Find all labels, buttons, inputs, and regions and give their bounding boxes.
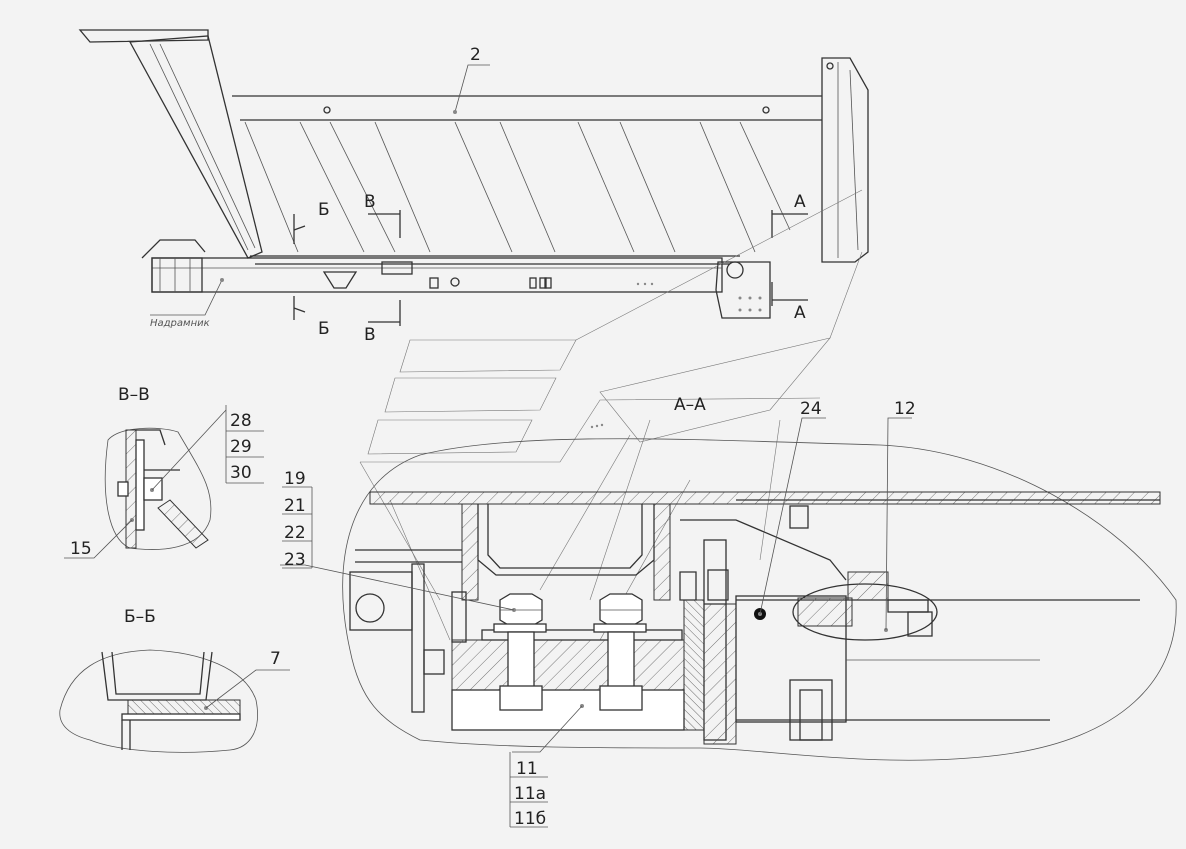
part-label-7: 7 [270,649,281,669]
section-mark-v-top: В [364,192,376,212]
part-label-28: 28 [230,411,252,431]
side-ribs [244,121,791,253]
subframe-note: Надрамник [150,318,210,329]
part-label-22: 22 [284,523,306,543]
part-label-24: 24 [800,399,822,419]
detail-vv-section [64,409,227,559]
detail-bb-section [59,649,290,753]
section-mark-a-top: А [794,192,806,212]
section-mark-a-bottom: А [794,303,806,323]
dump-body-side-view [78,29,869,326]
part-label-29: 29 [230,437,252,457]
part-label-11: 11 [516,759,538,779]
bolt-right [593,593,647,711]
view-label-aa: А–А [674,395,706,415]
part-label-15: 15 [70,539,92,559]
label-underlines [225,405,548,828]
part-label-11b: 11б [514,809,546,829]
section-mark-v-bottom: В [364,325,376,345]
part-label-12: 12 [894,399,916,419]
part-label-30: 30 [230,463,252,483]
detail-aa-section [280,417,1177,761]
section-mark-b-bottom: Б [318,319,330,339]
view-label-bb: Б–Б [124,607,156,627]
section-mark-b-top: Б [318,200,330,220]
part-label-19: 19 [284,469,306,489]
part-label-23: 23 [284,550,306,570]
part-label-2: 2 [470,45,481,65]
part-label-21: 21 [284,496,306,516]
section-lines [293,210,808,326]
part-label-11a: 11а [514,784,546,804]
view-label-vv: В–В [118,385,150,405]
bolt-left [493,593,547,711]
